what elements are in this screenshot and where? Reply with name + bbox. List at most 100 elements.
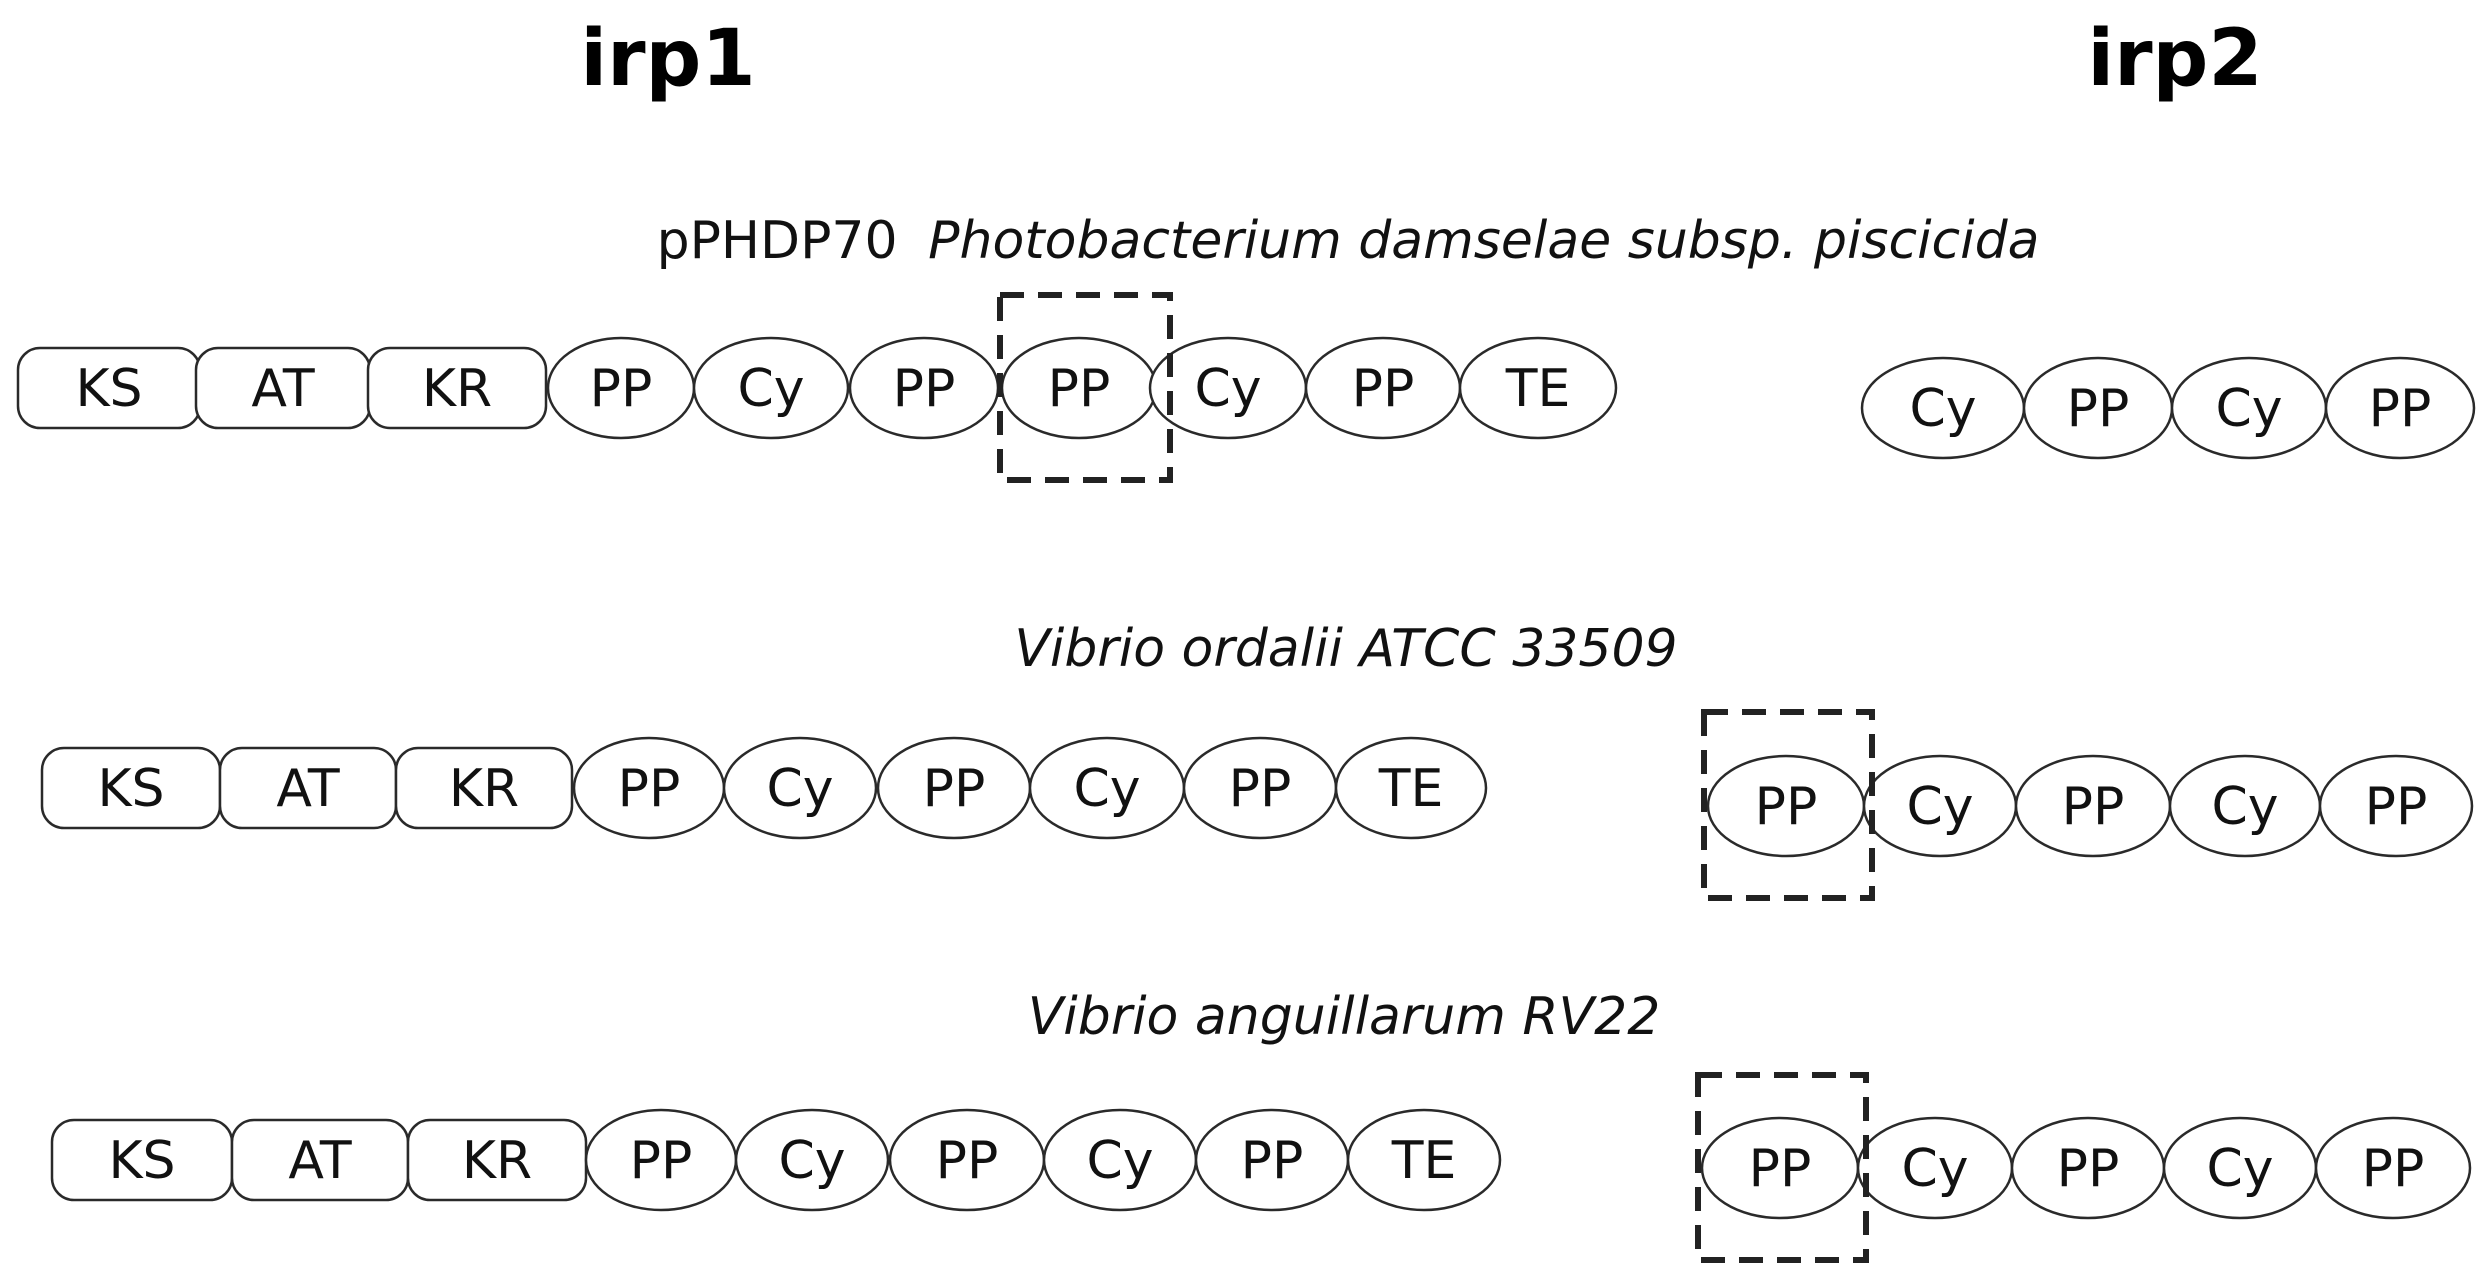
domain-label: PP — [1749, 1139, 1812, 1199]
row2-irp1-domain-cy: Cy — [1028, 736, 1186, 840]
domain-label: Cy — [1086, 1131, 1153, 1191]
row2-irp1-domain-cy: Cy — [722, 736, 878, 840]
domain-label: Cy — [1906, 777, 1973, 837]
row2-irp2-domain-pp: PP — [2318, 754, 2474, 858]
domain-label: Cy — [737, 359, 804, 419]
domain-label: PP — [1755, 777, 1818, 837]
domain-shape — [1334, 736, 1488, 840]
domain-label: AT — [251, 359, 315, 419]
row1-irp1-domain-cy: Cy — [1148, 336, 1308, 440]
row1-irp1-domain-ks: KS — [16, 346, 202, 430]
domain-shape — [734, 1108, 890, 1212]
domain-label: PP — [630, 1131, 693, 1191]
row3-organism-label: Vibrio anguillarum RV22 — [1028, 987, 1661, 1047]
domain-shape — [1458, 336, 1618, 440]
domain-shape — [692, 336, 850, 440]
row1-irp2-domain-cy: Cy — [2170, 356, 2328, 460]
domain-label: PP — [2365, 777, 2428, 837]
domain-label: PP — [618, 759, 681, 819]
domain-label: KS — [75, 359, 142, 419]
row2-organism-label: Vibrio ordalii ATCC 33509 — [1014, 619, 1677, 679]
domain-label: PP — [2057, 1139, 2120, 1199]
domain-label: PP — [923, 759, 986, 819]
domain-label: TE — [1505, 359, 1571, 419]
row2-irp1-domain-te: TE — [1334, 736, 1488, 840]
domain-label: PP — [1352, 359, 1415, 419]
domain-label: PP — [893, 359, 956, 419]
domain-label: PP — [1048, 359, 1111, 419]
domain-shape — [394, 746, 574, 830]
domain-label: PP — [2369, 379, 2432, 439]
row2-irp1-domain-pp: PP — [876, 736, 1032, 840]
domain-label: Cy — [1909, 379, 1976, 439]
row3-irp1-domain-pp: PP — [1194, 1108, 1350, 1212]
row2-irp1-domain-ks: KS — [40, 746, 222, 830]
row3-irp1-domain-pp: PP — [888, 1108, 1046, 1212]
domain-label: Cy — [1073, 759, 1140, 819]
domain-label: PP — [590, 359, 653, 419]
row3-irp2-domain-cy: Cy — [1856, 1116, 2014, 1220]
domain-label: KS — [108, 1131, 175, 1191]
domain-label: Cy — [2211, 777, 2278, 837]
domain-shape — [722, 736, 878, 840]
row1-irp2-domain-cy: Cy — [1860, 356, 2026, 460]
domain-label: PP — [936, 1131, 999, 1191]
row3-irp2-domain-pp: PP — [2010, 1116, 2166, 1220]
row1-plasmid-name: pPHDP70 — [657, 211, 898, 271]
row2-irp2-domain-cy: Cy — [2168, 754, 2322, 858]
row1-irp1-domain-pp: PP — [546, 336, 696, 440]
domain-label: Cy — [766, 759, 833, 819]
row1-irp1-domain-pp: PP — [1000, 336, 1158, 440]
row3-irp1-domain-kr: KR — [406, 1118, 588, 1202]
row3-irp2-domain-pp: PP — [2314, 1116, 2472, 1220]
row3-irp2-domain-cy: Cy — [2162, 1116, 2318, 1220]
domain-label: PP — [1241, 1131, 1304, 1191]
row1-irp1-domain-pp: PP — [848, 336, 1000, 440]
row1-organism-name: Photobacterium damselae subsp. piscicida — [928, 211, 2039, 271]
row1-irp1-domain-at: AT — [194, 346, 372, 430]
domain-label: PP — [2062, 777, 2125, 837]
row1-irp1-domain-kr: KR — [366, 346, 548, 430]
row3-dashed-highlight-box — [1695, 1072, 1869, 1263]
row1-irp1-domain-pp: PP — [1304, 336, 1462, 440]
domain-shape — [1346, 1108, 1502, 1212]
domain-label: KS — [97, 759, 164, 819]
domain-label: AT — [288, 1131, 352, 1191]
row1-irp1-domain-cy: Cy — [692, 336, 850, 440]
domain-label: KR — [422, 359, 492, 419]
domain-label: PP — [2067, 379, 2130, 439]
row1-organism-label: pPHDP70 Photobacterium damselae subsp. p… — [657, 211, 2040, 271]
domain-shape — [2318, 754, 2474, 858]
row3-irp1-domain-pp: PP — [584, 1108, 738, 1212]
row2-dashed-highlight-box — [1701, 709, 1875, 901]
domain-label: Cy — [778, 1131, 845, 1191]
row1-irp2-domain-pp: PP — [2324, 356, 2476, 460]
row1-irp2-domain-pp: PP — [2022, 356, 2174, 460]
domain-label: KR — [462, 1131, 532, 1191]
row1-irp1-domain-te: TE — [1458, 336, 1618, 440]
domain-label: KR — [449, 759, 519, 819]
row3-irp1-domain-at: AT — [230, 1118, 410, 1202]
row2-irp2-domain-pp: PP — [2014, 754, 2172, 858]
domain-label: Cy — [2215, 379, 2282, 439]
domain-label: PP — [2362, 1139, 2425, 1199]
row2-irp2-domain-cy: Cy — [1862, 754, 2018, 858]
row2-irp1-domain-pp: PP — [1182, 736, 1338, 840]
domain-label: Cy — [1194, 359, 1261, 419]
domain-shape — [366, 346, 548, 430]
heading-irp1: irp1 — [580, 14, 755, 104]
row3-irp1-domain-te: TE — [1346, 1108, 1502, 1212]
domain-label: PP — [1229, 759, 1292, 819]
domain-label: AT — [276, 759, 340, 819]
domain-label: Cy — [2206, 1139, 2273, 1199]
row2-irp1-domain-kr: KR — [394, 746, 574, 830]
row3-irp2-domain-pp: PP — [1700, 1116, 1860, 1220]
row2-irp1-domain-at: AT — [218, 746, 398, 830]
domain-shape — [2324, 356, 2476, 460]
row3-irp1-domain-cy: Cy — [1042, 1108, 1198, 1212]
domain-label: TE — [1391, 1131, 1457, 1191]
row2-irp1-domain-pp: PP — [572, 736, 726, 840]
row2-irp2-domain-pp: PP — [1706, 754, 1866, 858]
